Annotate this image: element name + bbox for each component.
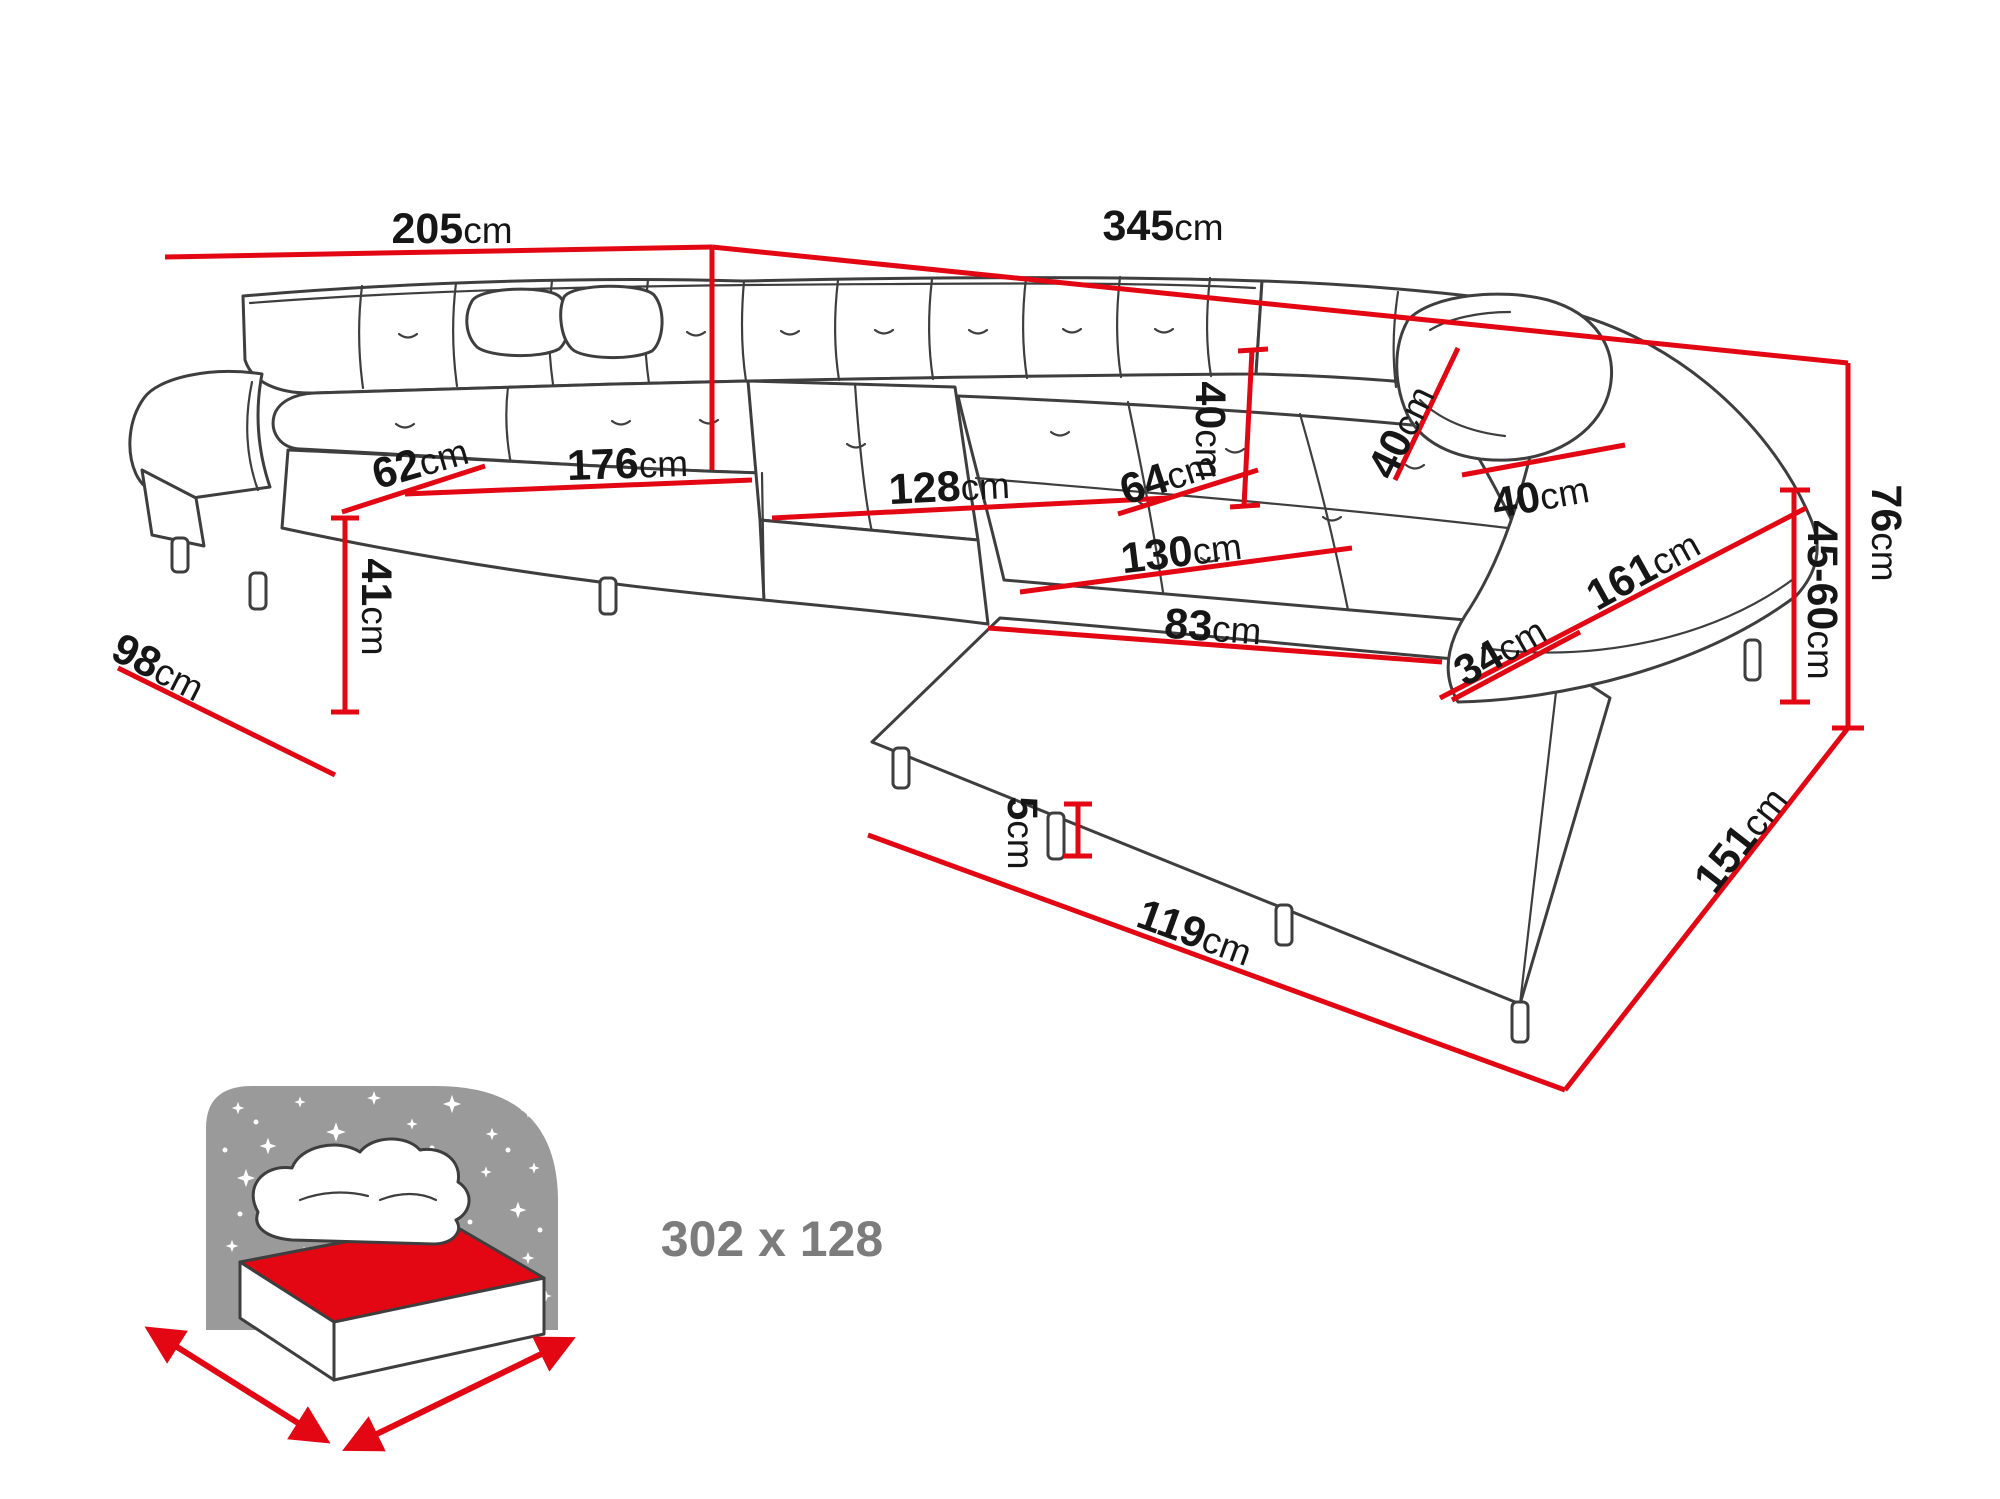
dim-line-83 bbox=[987, 625, 1443, 665]
dim-line-151 bbox=[1563, 726, 1850, 1092]
dim-line-98 bbox=[116, 665, 337, 778]
dim-label-backrest-height: 40cm bbox=[1186, 381, 1234, 478]
chaise-seams bbox=[974, 400, 1510, 612]
dim-label-side-depth-right: 151cm bbox=[1685, 777, 1797, 902]
dim-label-side-depth-left: 98cm bbox=[104, 624, 212, 711]
chaise-base-corner-edge bbox=[1518, 690, 1558, 1006]
sofa-leg bbox=[170, 536, 190, 574]
dim-line-40-pillow-w bbox=[1461, 442, 1626, 478]
pillow-creases bbox=[1418, 310, 1512, 438]
dimension-labels: 205cm 345cm 62cm 176cm 128cm 64cm 40cm 4… bbox=[104, 202, 1910, 976]
backrest-seams bbox=[358, 275, 1213, 390]
bed-duvet-folds bbox=[298, 1191, 438, 1202]
dim-label-total-height: 76cm bbox=[1862, 484, 1910, 581]
dim-label-front-width: 119cm bbox=[1131, 890, 1259, 976]
dim-tick bbox=[1237, 346, 1269, 354]
left-armrest-contour bbox=[246, 380, 260, 492]
sofa-leg bbox=[248, 571, 268, 611]
dim-label-top-width-left: 205cm bbox=[391, 205, 512, 253]
dim-line-205 bbox=[164, 244, 713, 260]
sofa-legs bbox=[170, 536, 1762, 1044]
sofa-drawing bbox=[128, 275, 1819, 1044]
dim-line-64 bbox=[1117, 467, 1259, 517]
middle-front-panel bbox=[758, 518, 990, 626]
backrest-right-seam bbox=[1392, 290, 1400, 389]
dim-label-seat-length-middle: 128cm bbox=[888, 460, 1011, 514]
pillow bbox=[465, 287, 571, 357]
bed-width-arrow bbox=[144, 1326, 331, 1444]
dim-label-leg-height: 5cm bbox=[998, 796, 1046, 869]
dim-label-seat-length-left: 176cm bbox=[566, 438, 689, 490]
sofa-leg bbox=[1274, 903, 1294, 947]
middle-seat-seam bbox=[853, 382, 874, 534]
sofa-leg bbox=[1046, 811, 1066, 861]
sofa-leg bbox=[891, 746, 911, 790]
chaise-tufts bbox=[1049, 430, 1426, 563]
pillow bbox=[559, 284, 664, 359]
dim-label-chaise-length: 130cm bbox=[1118, 521, 1244, 583]
dim-line-130 bbox=[1019, 545, 1353, 595]
sofa-leg bbox=[1743, 638, 1762, 682]
dim-tick bbox=[1229, 502, 1261, 510]
dim-label-seat-height: 41cm bbox=[352, 558, 400, 655]
dim-label-pillow-width: 40cm bbox=[1489, 464, 1593, 528]
dim-line-345 bbox=[711, 244, 1849, 366]
sofa-leg bbox=[1510, 1000, 1530, 1044]
bed-icon bbox=[144, 1086, 576, 1452]
left-armrest bbox=[128, 370, 272, 501]
dim-line-40-back bbox=[1241, 349, 1255, 507]
sofa-leg bbox=[598, 576, 618, 616]
dim-line-128 bbox=[771, 495, 1169, 521]
bed-length-arrow bbox=[342, 1336, 576, 1452]
dim-line-161 bbox=[1438, 505, 1808, 701]
dimension-lines bbox=[116, 244, 1864, 1093]
right-armrest bbox=[1446, 308, 1819, 704]
dim-line-176 bbox=[404, 477, 753, 497]
bed-duvet bbox=[251, 1137, 471, 1246]
left-seat-tufts bbox=[394, 418, 720, 429]
backrest-roll-line bbox=[248, 282, 1257, 305]
dim-line-119 bbox=[867, 832, 1566, 1093]
middle-seat-tuft bbox=[845, 442, 867, 449]
left-seat-seam bbox=[505, 385, 513, 466]
left-base bbox=[140, 468, 206, 548]
dim-label-chaise-width: 83cm bbox=[1163, 600, 1263, 655]
corner-seam bbox=[760, 471, 766, 600]
bed-size-label: 302 x 128 bbox=[661, 1211, 883, 1267]
dim-line-62 bbox=[341, 463, 486, 515]
dim-line-40-pillow-h bbox=[1392, 346, 1461, 482]
dim-line-34 bbox=[1450, 629, 1582, 703]
dim-label-top-width-right: 345cm bbox=[1102, 202, 1223, 250]
dim-label-armrest-height: 45-60cm bbox=[1798, 520, 1846, 679]
